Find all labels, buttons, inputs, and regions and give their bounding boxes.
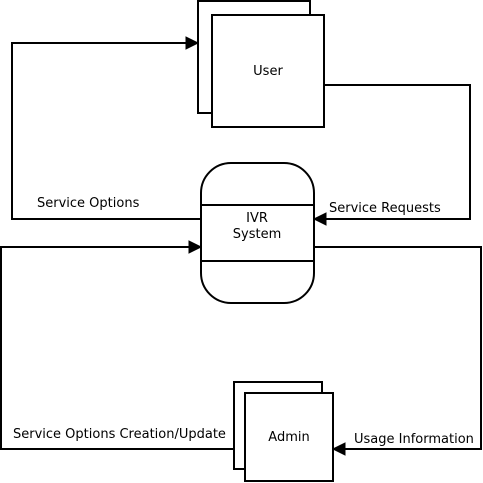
usage-information-label: Usage Information	[354, 432, 474, 447]
service-requests-arrowhead	[312, 212, 327, 226]
usage-information-line	[314, 246, 482, 450]
edge-usage-information[interactable]: Usage Information	[314, 246, 482, 456]
edge-service-requests[interactable]: Service Requests	[312, 84, 471, 226]
service-options-line	[11, 42, 201, 220]
ivr-system-shape	[200, 162, 315, 304]
service-requests-line	[324, 84, 471, 220]
edge-service-options-creation[interactable]: Service Options Creation/Update	[0, 240, 234, 450]
usage-information-arrowhead	[331, 442, 346, 456]
service-options-arrowhead	[185, 36, 200, 50]
admin-entity-front-box	[244, 392, 334, 482]
service-options-creation-arrowhead	[188, 240, 203, 254]
service-requests-label: Service Requests	[329, 201, 441, 216]
ivr-system-process[interactable]: IVR System	[200, 162, 315, 304]
admin-label: Admin	[268, 430, 309, 445]
service-options-creation-line	[0, 246, 234, 450]
ivr-label-line1: IVR	[246, 211, 268, 226]
user-label: User	[253, 64, 283, 79]
user-entity[interactable]: User	[197, 0, 325, 128]
ivr-label-line2: System	[233, 227, 281, 242]
edge-service-options[interactable]: Service Options	[11, 36, 201, 220]
service-options-creation-label: Service Options Creation/Update	[13, 427, 226, 442]
admin-entity[interactable]: Admin	[233, 381, 334, 482]
user-entity-front-box	[211, 14, 325, 128]
service-options-label: Service Options	[37, 196, 140, 211]
